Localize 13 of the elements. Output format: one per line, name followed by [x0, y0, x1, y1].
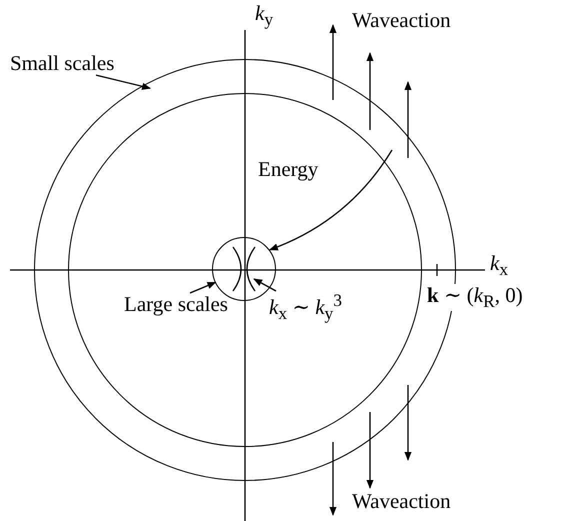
scale-label: Small scales — [10, 52, 114, 76]
scale-label: Large scales — [124, 293, 228, 316]
edge-label: Energy — [258, 158, 318, 182]
waveaction-label: Waveaction — [352, 9, 451, 32]
arrow — [253, 278, 276, 292]
arrow — [96, 74, 152, 90]
arrow — [190, 282, 216, 294]
inner-circle — [68, 92, 422, 446]
axis-label: k$_{y}$ — [255, 2, 274, 30]
waveaction-label: Waveaction — [352, 490, 451, 514]
wavevector-label: k ∼ (k$_{R}$, 0) — [427, 284, 523, 312]
arrow — [268, 150, 393, 250]
axis-label: k$_{x}$ — [490, 252, 508, 280]
